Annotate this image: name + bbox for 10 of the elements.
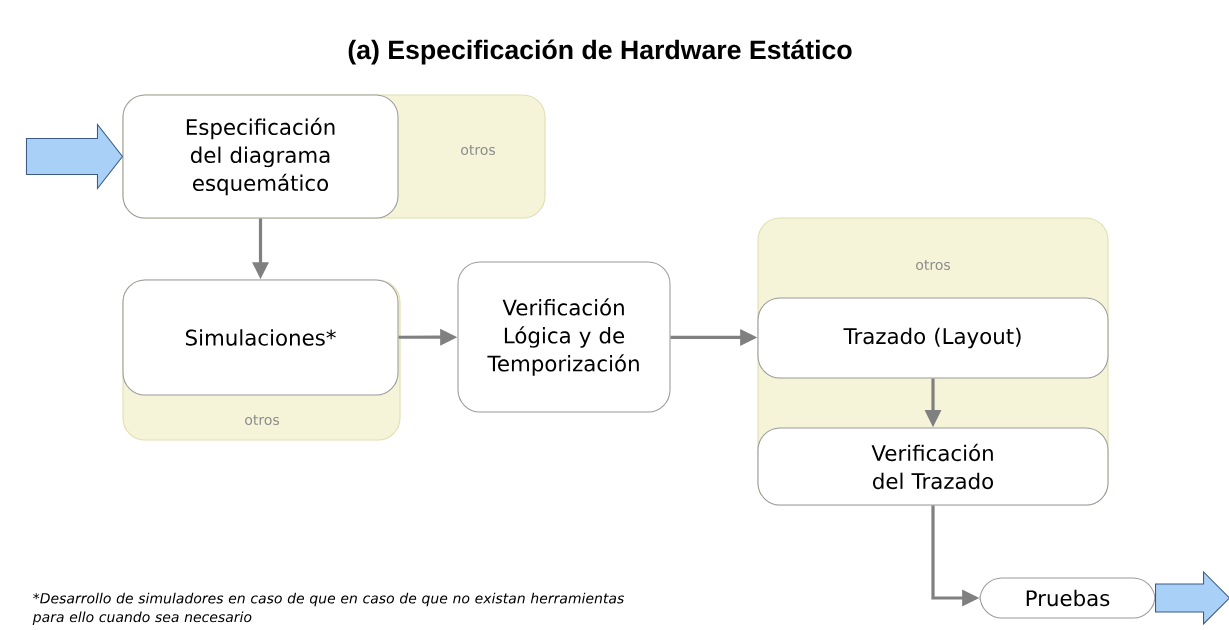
footnote: *Desarrollo de simuladores en caso de que en caso de que no existan herramientas para ello cuando sea necesario xyxy=(32,592,624,625)
process-box: Especificación del diagrama esquemático xyxy=(122,94,399,219)
block-arrow xyxy=(25,122,124,191)
process-box: Simulaciones* xyxy=(122,279,399,396)
block-arrow xyxy=(1155,570,1229,626)
process-box: Verificación del Trazado xyxy=(757,427,1109,506)
process-box: Pruebas xyxy=(979,577,1156,619)
process-box: Trazado (Layout) xyxy=(757,297,1109,379)
title: (a) Especificación de Hardware Estático xyxy=(348,39,852,65)
process-box: Verificación Lógica y de Temporización xyxy=(457,261,671,413)
